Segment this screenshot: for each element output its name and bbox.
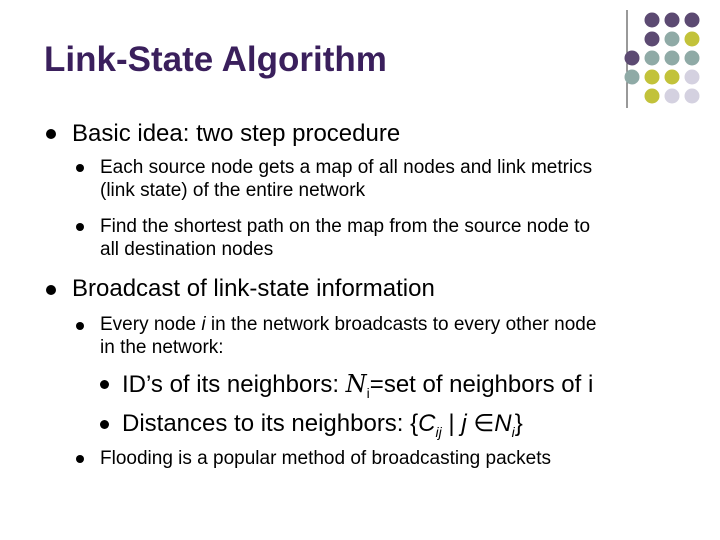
bullet-dot bbox=[100, 420, 109, 429]
decor-dot bbox=[644, 88, 660, 104]
corner-decoration bbox=[624, 10, 700, 108]
sub-sub-bullet-distances: Distances to its neighbors: {Cij | j ∈Ni… bbox=[122, 409, 523, 440]
every-node-text-a: Every node bbox=[100, 314, 202, 335]
bullet-dot bbox=[46, 285, 56, 295]
every-node-var-i: i bbox=[201, 314, 206, 335]
decor-dot bbox=[664, 69, 680, 85]
bullet-dot bbox=[76, 223, 84, 231]
sub-bullet-shortest-line2: all destination nodes bbox=[100, 239, 274, 260]
distances-close-brace: } bbox=[514, 410, 523, 437]
every-node-text-b: in the network broadcasts to every other… bbox=[205, 314, 597, 335]
decor-dot bbox=[684, 31, 700, 47]
cost-subscript: ij bbox=[435, 423, 442, 440]
decor-dot bbox=[644, 31, 660, 47]
set-n-symbol: N bbox=[494, 410, 512, 437]
bullet-dot bbox=[76, 322, 84, 330]
bullet-dot bbox=[76, 164, 84, 172]
bullet-basic-idea: Basic idea: two step procedure bbox=[72, 120, 401, 147]
neighbor-set-symbol: N bbox=[345, 370, 367, 398]
sub-bullet-map-line1: Each source node gets a map of all nodes… bbox=[100, 157, 593, 178]
decor-dot bbox=[684, 69, 700, 85]
bullet-dot bbox=[100, 380, 109, 389]
decor-dot bbox=[684, 12, 700, 28]
var-j: j bbox=[461, 410, 467, 437]
dot-grid bbox=[624, 12, 700, 104]
set-n-subscript: i bbox=[511, 423, 515, 440]
distances-bar: | bbox=[441, 410, 462, 437]
bullet-broadcast: Broadcast of link-state information bbox=[72, 275, 435, 302]
element-of-symbol: ∈ bbox=[466, 410, 495, 437]
every-node-line2: in the network: bbox=[100, 337, 224, 358]
decor-dot bbox=[644, 69, 660, 85]
decor-dot bbox=[644, 12, 660, 28]
sub-bullet-flooding: Flooding is a popular method of broadcas… bbox=[100, 448, 551, 469]
decor-dot bbox=[684, 88, 700, 104]
decor-dot bbox=[624, 50, 640, 66]
decor-dot bbox=[624, 69, 640, 85]
sub-sub-bullet-ids: ID’s of its neighbors: Ni=set of neighbo… bbox=[122, 370, 593, 401]
decor-dot bbox=[664, 50, 680, 66]
sub-bullet-shortest-path: Find the shortest path on the map from t… bbox=[100, 215, 590, 261]
sub-bullet-map-line2: (link state) of the entire network bbox=[100, 180, 366, 201]
ids-text-b: =set of neighbors of i bbox=[369, 371, 594, 398]
sub-bullet-shortest-line1: Find the shortest path on the map from t… bbox=[100, 216, 591, 237]
decor-dot bbox=[684, 50, 700, 66]
cost-symbol: C bbox=[418, 410, 436, 437]
sub-bullet-map: Each source node gets a map of all nodes… bbox=[100, 156, 592, 202]
decor-dot bbox=[664, 88, 680, 104]
decor-dot bbox=[644, 50, 660, 66]
decor-dot bbox=[664, 12, 680, 28]
ids-text-a: ID’s of its neighbors: bbox=[122, 371, 346, 398]
decor-dot bbox=[664, 31, 680, 47]
neighbor-set-subscript: i bbox=[366, 384, 370, 401]
page-title: Link-State Algorithm bbox=[44, 40, 387, 79]
bullet-dot bbox=[46, 129, 56, 139]
distances-text-a: Distances to its neighbors: { bbox=[122, 410, 419, 437]
bullet-dot bbox=[76, 455, 84, 463]
sub-bullet-every-node: Every node i in the network broadcasts t… bbox=[100, 313, 596, 359]
